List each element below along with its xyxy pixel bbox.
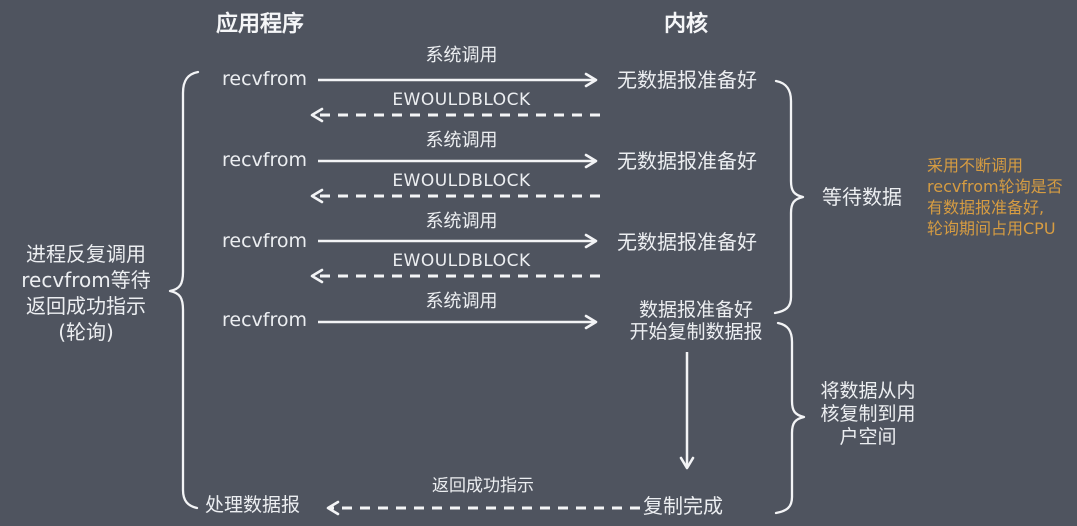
copy-note-line-3: 户空间 — [839, 426, 897, 448]
kernel-header: 内核 — [664, 12, 709, 37]
kernel-state-1: 无数据报准备好 — [617, 68, 757, 92]
recvfrom-call-4: recvfrom — [222, 309, 307, 331]
recvfrom-call-1: recvfrom — [222, 68, 307, 90]
syscall-label-1: 系统调用 — [425, 45, 498, 66]
copy-note-line-1: 将数据从内 — [820, 380, 916, 402]
polling-cpu-note: 采用不断调用 recvfrom轮询是否 有数据报准备好, 轮询期间占用CPU — [927, 155, 1063, 239]
recvfrom-call-2: recvfrom — [222, 149, 307, 171]
kernel-state-copy-start: 开始复制数据报 — [629, 321, 763, 343]
ewouldblock-label-1: EWOULDBLOCK — [392, 90, 531, 110]
process-datagram-label: 处理数据报 — [205, 494, 301, 516]
side-note-line-2: recvfrom轮询是否 — [927, 177, 1063, 196]
copy-complete-label: 复制完成 — [643, 494, 723, 518]
ewouldblock-label-2: EWOULDBLOCK — [392, 171, 531, 191]
left-polling-brace — [168, 70, 200, 510]
side-note-line-3: 有数据报准备好, — [927, 198, 1045, 217]
wait-data-label: 等待数据 — [822, 185, 902, 209]
ewouldblock-label-3: EWOULDBLOCK — [392, 251, 531, 271]
syscall-label-4: 系统调用 — [425, 291, 498, 312]
syscall-label-3: 系统调用 — [425, 211, 498, 232]
success-return-label: 返回成功指示 — [432, 476, 534, 496]
kernel-state-3: 无数据报准备好 — [617, 230, 757, 254]
side-note-line-4: 轮询期间占用CPU — [927, 219, 1056, 238]
left-note-line-3: 返回成功指示 — [26, 294, 146, 318]
copy-note-line-2: 核复制到用 — [820, 403, 916, 425]
side-note-line-1: 采用不断调用 — [927, 156, 1024, 175]
copy-data-label: 将数据从内 核复制到用 户空间 — [810, 380, 926, 449]
kernel-state-2: 无数据报准备好 — [617, 149, 757, 173]
left-note-line-2: recvfrom等待 — [21, 268, 151, 292]
copy-data-brace — [774, 321, 806, 515]
left-polling-note: 进程反复调用 recvfrom等待 返回成功指示 (轮询) — [0, 241, 172, 345]
kernel-state-ready: 数据报准备好 — [638, 299, 753, 321]
application-header: 应用程序 — [216, 12, 305, 37]
wait-data-brace — [773, 79, 805, 315]
left-note-line-1: 进程反复调用 — [26, 242, 146, 266]
syscall-label-2: 系统调用 — [425, 130, 498, 151]
recvfrom-call-3: recvfrom — [222, 230, 307, 252]
left-note-line-4: (轮询) — [58, 320, 114, 344]
